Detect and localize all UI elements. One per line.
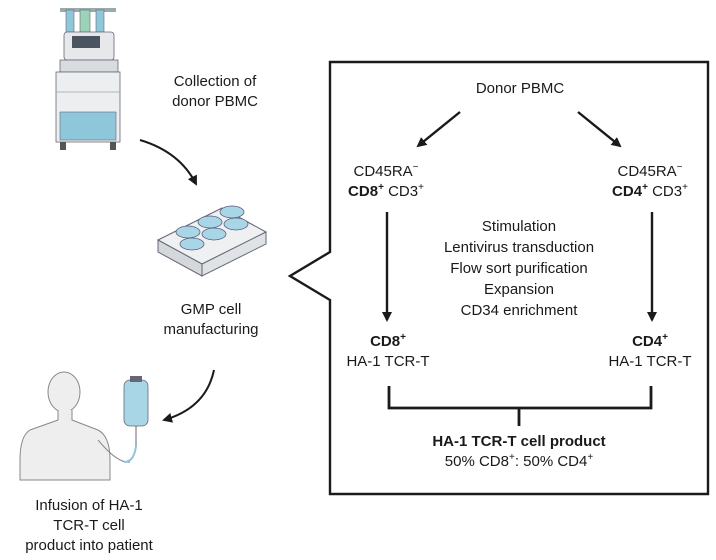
cd8-branch-co-marker-sup: + xyxy=(418,182,424,193)
cd8-branch-marker-sup: + xyxy=(378,182,384,193)
patient-infusion-icon xyxy=(19,371,149,481)
cd8-branch-co-marker: CD3 xyxy=(383,183,419,200)
infusion-label: Infusion of HA-1 TCR-T cell product into… xyxy=(4,496,174,556)
product-ratio-cd4: : 50% CD4 xyxy=(514,453,588,470)
process-steps: Stimulation Lentivirus transduction Flow… xyxy=(412,216,626,321)
cd4-branch-marker-sup: + xyxy=(642,182,648,193)
cd4-branch-co-marker-sup: + xyxy=(682,182,688,193)
cd8-result-marker-sup: + xyxy=(400,332,406,343)
cd4-branch-co-marker: CD3 xyxy=(647,183,683,200)
donor-pbmc-label: Donor PBMC xyxy=(475,80,565,97)
merge-bracket xyxy=(387,386,653,410)
cd4-result-text: HA-1 TCR-T xyxy=(608,353,692,370)
cd8-result-marker: CD8 xyxy=(370,333,401,350)
step-stimulation: Stimulation xyxy=(481,218,557,235)
product-title: HA-1 TCR-T cell product xyxy=(432,433,606,450)
gmp-label-line-1: GMP cell xyxy=(180,301,242,318)
infusion-label-line-1: Infusion of HA-1 xyxy=(35,497,143,514)
cd8-branch-cd45ra-sup: − xyxy=(412,162,419,173)
arrow-to-cd4-branch xyxy=(577,111,622,148)
step-lentivirus-transduction: Lentivirus transduction xyxy=(443,239,595,256)
product-ratio-cd8: 50% CD8 xyxy=(444,453,509,470)
cd4-branch-label: CD45RA− CD4+ CD3+ xyxy=(590,162,710,202)
collection-label-line-1: Collection of xyxy=(173,73,257,90)
cd8-result-text: HA-1 TCR-T xyxy=(346,353,430,370)
gmp-label-line-2: manufacturing xyxy=(163,321,259,338)
arrow-collection-to-gmp xyxy=(139,139,197,186)
step-cd34-enrichment: CD34 enrichment xyxy=(460,302,578,319)
step-flow-sort-purification: Flow sort purification xyxy=(450,260,588,277)
cd8-branch-marker: CD8 xyxy=(348,183,379,200)
cd4-result-marker-sup: + xyxy=(662,332,668,343)
gmp-label: GMP cell manufacturing xyxy=(146,300,276,340)
arrow-to-cd8-branch xyxy=(416,111,461,148)
apheresis-machine-icon xyxy=(55,8,121,150)
cd4-branch-cd45ra-sup: − xyxy=(676,162,683,173)
cd8-result-label: CD8+ HA-1 TCR-T xyxy=(328,332,448,372)
product-ratio-cd8-sup: + xyxy=(508,452,515,463)
collection-label: Collection of donor PBMC xyxy=(150,72,280,112)
infusion-label-line-2: TCR-T cell xyxy=(53,517,125,534)
step-expansion: Expansion xyxy=(483,281,555,298)
cd4-branch-marker: CD4 xyxy=(612,183,643,200)
infusion-label-line-3: product into patient xyxy=(25,537,153,554)
collection-label-line-2: donor PBMC xyxy=(172,93,258,110)
arrow-gmp-to-infusion xyxy=(162,369,215,423)
cd8-branch-label: CD45RA− CD8+ CD3+ xyxy=(326,162,446,202)
product-label: HA-1 TCR-T cell product 50% CD8+: 50% CD… xyxy=(399,432,639,472)
cd4-result-marker: CD4 xyxy=(632,333,663,350)
cd4-result-label: CD4+ HA-1 TCR-T xyxy=(590,332,710,372)
cd8-branch-cd45ra: CD45RA xyxy=(353,163,413,180)
cd4-branch-cd45ra: CD45RA xyxy=(617,163,677,180)
product-ratio-cd4-sup: + xyxy=(587,452,594,463)
callout-box xyxy=(287,60,710,496)
culture-plate-icon xyxy=(156,205,268,277)
